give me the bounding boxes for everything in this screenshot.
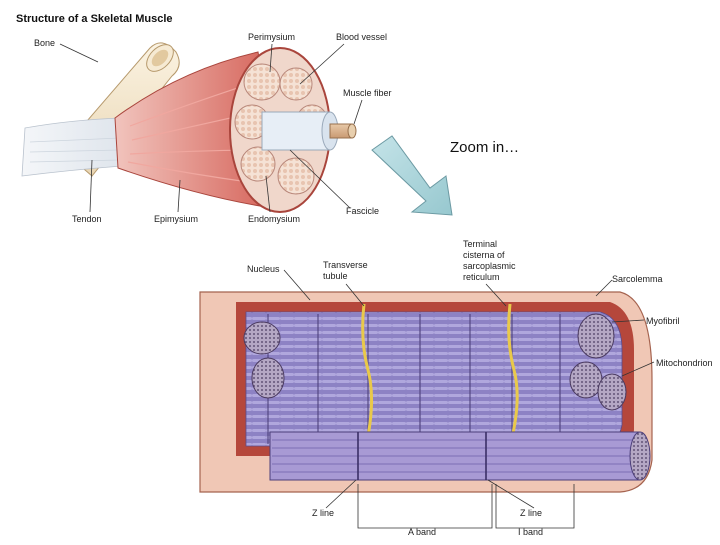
label-nucleus: Nucleus	[247, 264, 280, 274]
label-blood-vessel: Blood vessel	[336, 32, 387, 42]
a-band-bracket	[357, 484, 493, 529]
label-epimysium: Epimysium	[154, 214, 198, 224]
leader-muscle-fiber	[353, 99, 363, 125]
leader-endomysium	[265, 175, 271, 213]
leader-perimysium	[269, 43, 273, 73]
leader-transverse-tubule	[345, 283, 365, 307]
label-a-band: A band	[408, 527, 436, 537]
fascicle-cylinder	[261, 111, 357, 151]
label-mitochondrion: Mitochondrion	[656, 358, 713, 368]
zoom-in-caption: Zoom in…	[450, 139, 519, 156]
leader-epimysium	[177, 179, 181, 213]
muscle-fiber-cutaway	[199, 291, 653, 493]
label-transverse-tubule-1: Transverse	[323, 260, 368, 270]
label-bone: Bone	[34, 38, 55, 48]
leader-myofibril	[611, 319, 645, 323]
label-muscle-fiber: Muscle fiber	[343, 88, 392, 98]
diagram-title: Structure of a Skeletal Muscle	[16, 13, 173, 25]
leader-mitochondrion	[621, 361, 655, 377]
leader-tendon	[89, 159, 93, 213]
zoom-arrow-icon	[371, 135, 453, 216]
leader-bone	[59, 43, 99, 63]
leader-blood-vessel	[299, 43, 345, 85]
leader-nucleus	[283, 269, 311, 301]
label-terminal-cisterna-3: sarcoplasmic	[463, 261, 516, 271]
label-sarcolemma: Sarcolemma	[612, 274, 663, 284]
label-terminal-cisterna-1: Terminal	[463, 239, 497, 249]
label-z-line-left: Z line	[312, 508, 334, 518]
label-i-band: I band	[518, 527, 543, 537]
label-myofibril: Myofibril	[646, 316, 680, 326]
label-transverse-tubule-2: tubule	[323, 271, 348, 281]
label-fascicle: Fascicle	[346, 206, 379, 216]
i-band-bracket	[495, 484, 575, 529]
label-terminal-cisterna-4: reticulum	[463, 272, 500, 282]
leader-fascicle	[289, 149, 351, 209]
label-z-line-right: Z line	[520, 508, 542, 518]
label-perimysium: Perimysium	[248, 32, 295, 42]
label-endomysium: Endomysium	[248, 214, 300, 224]
leader-terminal-cisterna	[485, 283, 507, 307]
leader-z-line-left	[325, 479, 357, 509]
label-tendon: Tendon	[72, 214, 102, 224]
leader-sarcolemma	[595, 279, 613, 297]
label-terminal-cisterna-2: cisterna of	[463, 250, 505, 260]
tendon-illustration	[21, 117, 123, 177]
